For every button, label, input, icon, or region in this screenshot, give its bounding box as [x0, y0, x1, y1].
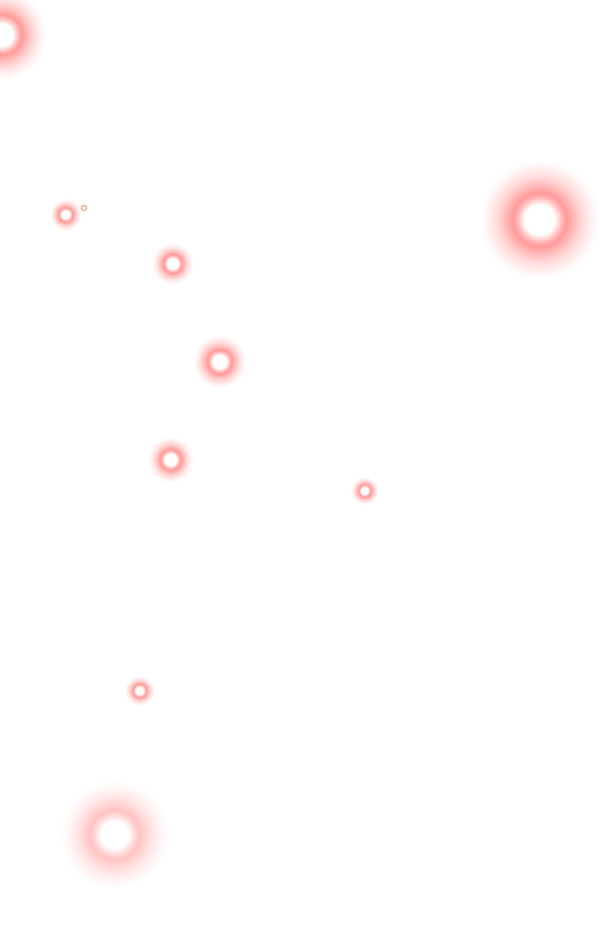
glow-orb [50, 199, 82, 231]
glow-orb [125, 676, 155, 706]
glow-orb [193, 335, 247, 389]
glow-orb [351, 477, 379, 505]
glow-orb [60, 780, 170, 890]
glow-orb [480, 160, 600, 280]
glow-orb [148, 437, 194, 483]
glow-orb [152, 243, 194, 285]
glow-ring-small [80, 204, 88, 212]
glow-orb [0, 0, 47, 80]
